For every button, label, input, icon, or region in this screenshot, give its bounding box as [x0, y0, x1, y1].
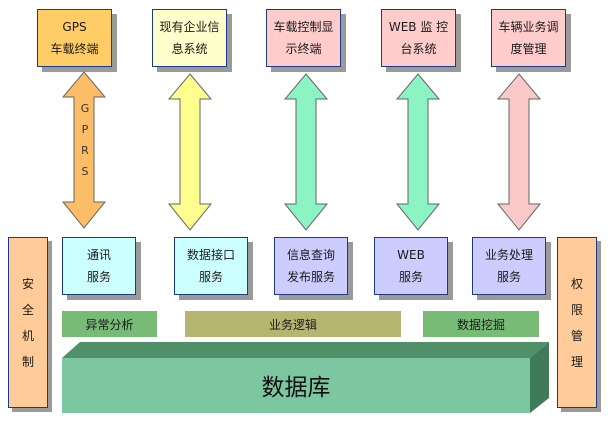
- database-side-face: [530, 342, 549, 413]
- web-service-label: WEB 服务: [397, 248, 425, 284]
- band-anomaly-analysis: 异常分析: [62, 311, 157, 337]
- database-top-face: [62, 342, 549, 358]
- database-label: 数据库: [261, 375, 331, 401]
- database-front-face: [62, 358, 530, 413]
- gps-terminal-label: GPS 车载终端: [50, 20, 99, 56]
- anomaly-analysis-label: 异常分析: [85, 317, 134, 332]
- band-data-mining: 数据挖掘: [423, 311, 539, 337]
- security-mechanism-box: 安 全 机 制: [8, 237, 48, 408]
- band-business-logic: 业务逻辑: [185, 311, 401, 337]
- top-box-dispatch-management: 车辆业务调 度管理: [491, 9, 566, 67]
- dispatch-management-label: 车辆业务调 度管理: [498, 20, 559, 56]
- top-box-control-display-terminal: 车载控制显 示终端: [266, 9, 341, 67]
- info-publish-service-label: 信息查询 发布服务: [286, 248, 335, 284]
- data-interface-double-arrow: [167, 73, 213, 231]
- communication-service-label: 通讯 服务: [86, 248, 111, 284]
- web-monitor-label: WEB 监 控 台系统: [388, 20, 449, 56]
- security-mechanism-label: 安 全 机 制: [21, 276, 34, 369]
- permission-management-box: 权 限 管 理: [557, 237, 597, 408]
- info-publish-double-arrow: [283, 73, 329, 231]
- web-double-arrow: [395, 73, 441, 231]
- service-box-data-interface: 数据接口 服务: [174, 237, 248, 295]
- enterprise-system-label: 现有企业信 息系统: [159, 20, 220, 56]
- data-mining-label: 数据挖掘: [456, 317, 505, 332]
- service-box-info-publish: 信息查询 发布服务: [274, 237, 348, 295]
- business-double-arrow: [496, 73, 542, 231]
- top-box-enterprise-system: 现有企业信 息系统: [152, 9, 227, 67]
- gprs-double-arrow: [61, 71, 107, 229]
- top-box-web-monitor: WEB 监 控 台系统: [381, 9, 456, 67]
- data-interface-service-label: 数据接口 服务: [186, 248, 235, 284]
- gprs-vertical-label: G P R S: [80, 102, 90, 178]
- service-box-business-processing: 业务处理 服务: [472, 237, 546, 295]
- service-box-communication: 通讯 服务: [62, 237, 136, 295]
- permission-management-label: 权 限 管 理: [570, 276, 583, 369]
- service-box-web: WEB 服务: [374, 237, 448, 295]
- top-box-gps-terminal: GPS 车载终端: [37, 9, 112, 67]
- business-processing-service-label: 业务处理 服务: [484, 248, 533, 284]
- business-logic-label: 业务逻辑: [268, 317, 317, 332]
- control-display-label: 车载控制显 示终端: [273, 20, 334, 56]
